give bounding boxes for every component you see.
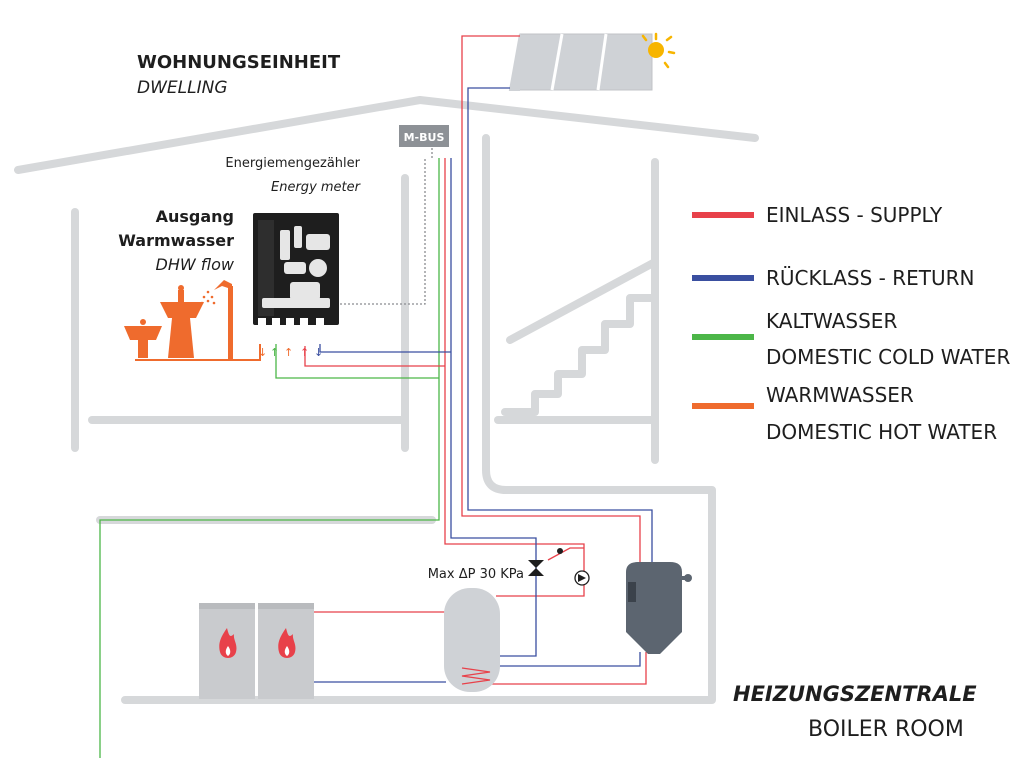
shower-icon [200, 280, 232, 360]
boiler-room-title: HEIZUNGSZENTRALE [733, 682, 977, 706]
washbasin-icon [124, 319, 162, 358]
legend-label-cold-1: KALTWASSER [766, 309, 897, 333]
mbus-label: M-BUS [404, 131, 445, 144]
arrow-up-cold-icon: ↑ [270, 346, 279, 359]
solar-panel-stand [508, 33, 521, 91]
stair-steps [501, 294, 659, 416]
solar-supply-pipe [461, 35, 641, 565]
legend: EINLASS - SUPPLY RÜCKLASS - RETURN KALTW… [692, 203, 1010, 444]
flame-icon [219, 628, 237, 658]
mbus-box: M-BUS [399, 125, 449, 147]
mbus-cable [340, 158, 426, 305]
arrow-down-hot-icon: ↓ [258, 346, 267, 359]
legend-label-cold-2: DOMESTIC COLD WATER [766, 345, 1010, 369]
pressure-valve-icon [528, 548, 563, 576]
dwelling-subtitle: DWELLING [137, 78, 228, 98]
solar-panel-divider-1 [550, 33, 564, 91]
pump-icon [574, 570, 590, 586]
dhw-label-line1: Ausgang [156, 207, 234, 226]
legend-item-return: RÜCKLASS - RETURN [692, 266, 974, 290]
dwelling-title: WOHNUNGSEINHEIT [137, 52, 341, 73]
expansion-vessel [626, 562, 692, 654]
legend-swatch-hot [692, 403, 754, 409]
right-wall-outer [121, 134, 716, 704]
arrow-down-return-icon: ↓ [314, 346, 323, 359]
dwelling-return-feed [319, 344, 451, 353]
tank-coil-return [478, 652, 641, 667]
legend-swatch-return [692, 275, 754, 281]
legend-swatch-supply [692, 212, 754, 218]
dhw-label-line2: Warmwasser [118, 231, 234, 250]
boiler-room-subtitle: BOILER ROOM [808, 717, 964, 742]
arrow-up-hot-icon: ↑ [284, 346, 293, 359]
legend-item-supply: EINLASS - SUPPLY [692, 203, 943, 227]
riser-cold-pipe [99, 158, 440, 758]
energy-meter-label-en: Energy meter [271, 180, 362, 195]
solar-return-pipe [467, 87, 653, 565]
dwelling-cold-feed [275, 344, 439, 379]
legend-swatch-cold [692, 334, 754, 340]
tank-coil-supply [470, 652, 647, 685]
tank-coil [461, 667, 491, 685]
legend-label-hot-2: DOMESTIC HOT WATER [766, 420, 997, 444]
boilers [199, 603, 314, 699]
riser-return-pipe [450, 158, 537, 657]
flame-icon [278, 628, 296, 658]
fountain-sink-icon [160, 285, 204, 358]
riser-supply-pipe [444, 158, 585, 597]
roof-line [14, 96, 759, 174]
legend-label-hot-1: WARMWASSER [766, 383, 914, 407]
energy-meter-unit: ↓ ↑ ↑ ↑ ↓ [253, 213, 339, 359]
dhw-hot-feed [135, 344, 261, 361]
solar-panel-body [509, 33, 653, 91]
arrow-up-supply-icon: ↑ [300, 346, 309, 359]
energy-meter-label-de: Energiemengezähler [225, 156, 360, 171]
dhw-label-line3: DHW flow [156, 255, 235, 274]
stair-rail [506, 258, 659, 344]
sun-icon [641, 32, 676, 69]
legend-label-return: RÜCKLASS - RETURN [766, 266, 974, 290]
storage-tank [444, 588, 500, 692]
dwelling-supply-feed [304, 346, 445, 367]
solar-panel [508, 33, 653, 91]
solar-panel-divider-2 [596, 33, 608, 91]
legend-item-cold: KALTWASSER DOMESTIC COLD WATER [692, 309, 1010, 369]
legend-label-supply: EINLASS - SUPPLY [766, 203, 943, 227]
dhw-fixtures [124, 280, 232, 360]
valve-label: Max ΔP 30 KPa [428, 567, 524, 582]
pump-loop [547, 547, 584, 561]
legend-item-hot: WARMWASSER DOMESTIC HOT WATER [692, 383, 997, 444]
